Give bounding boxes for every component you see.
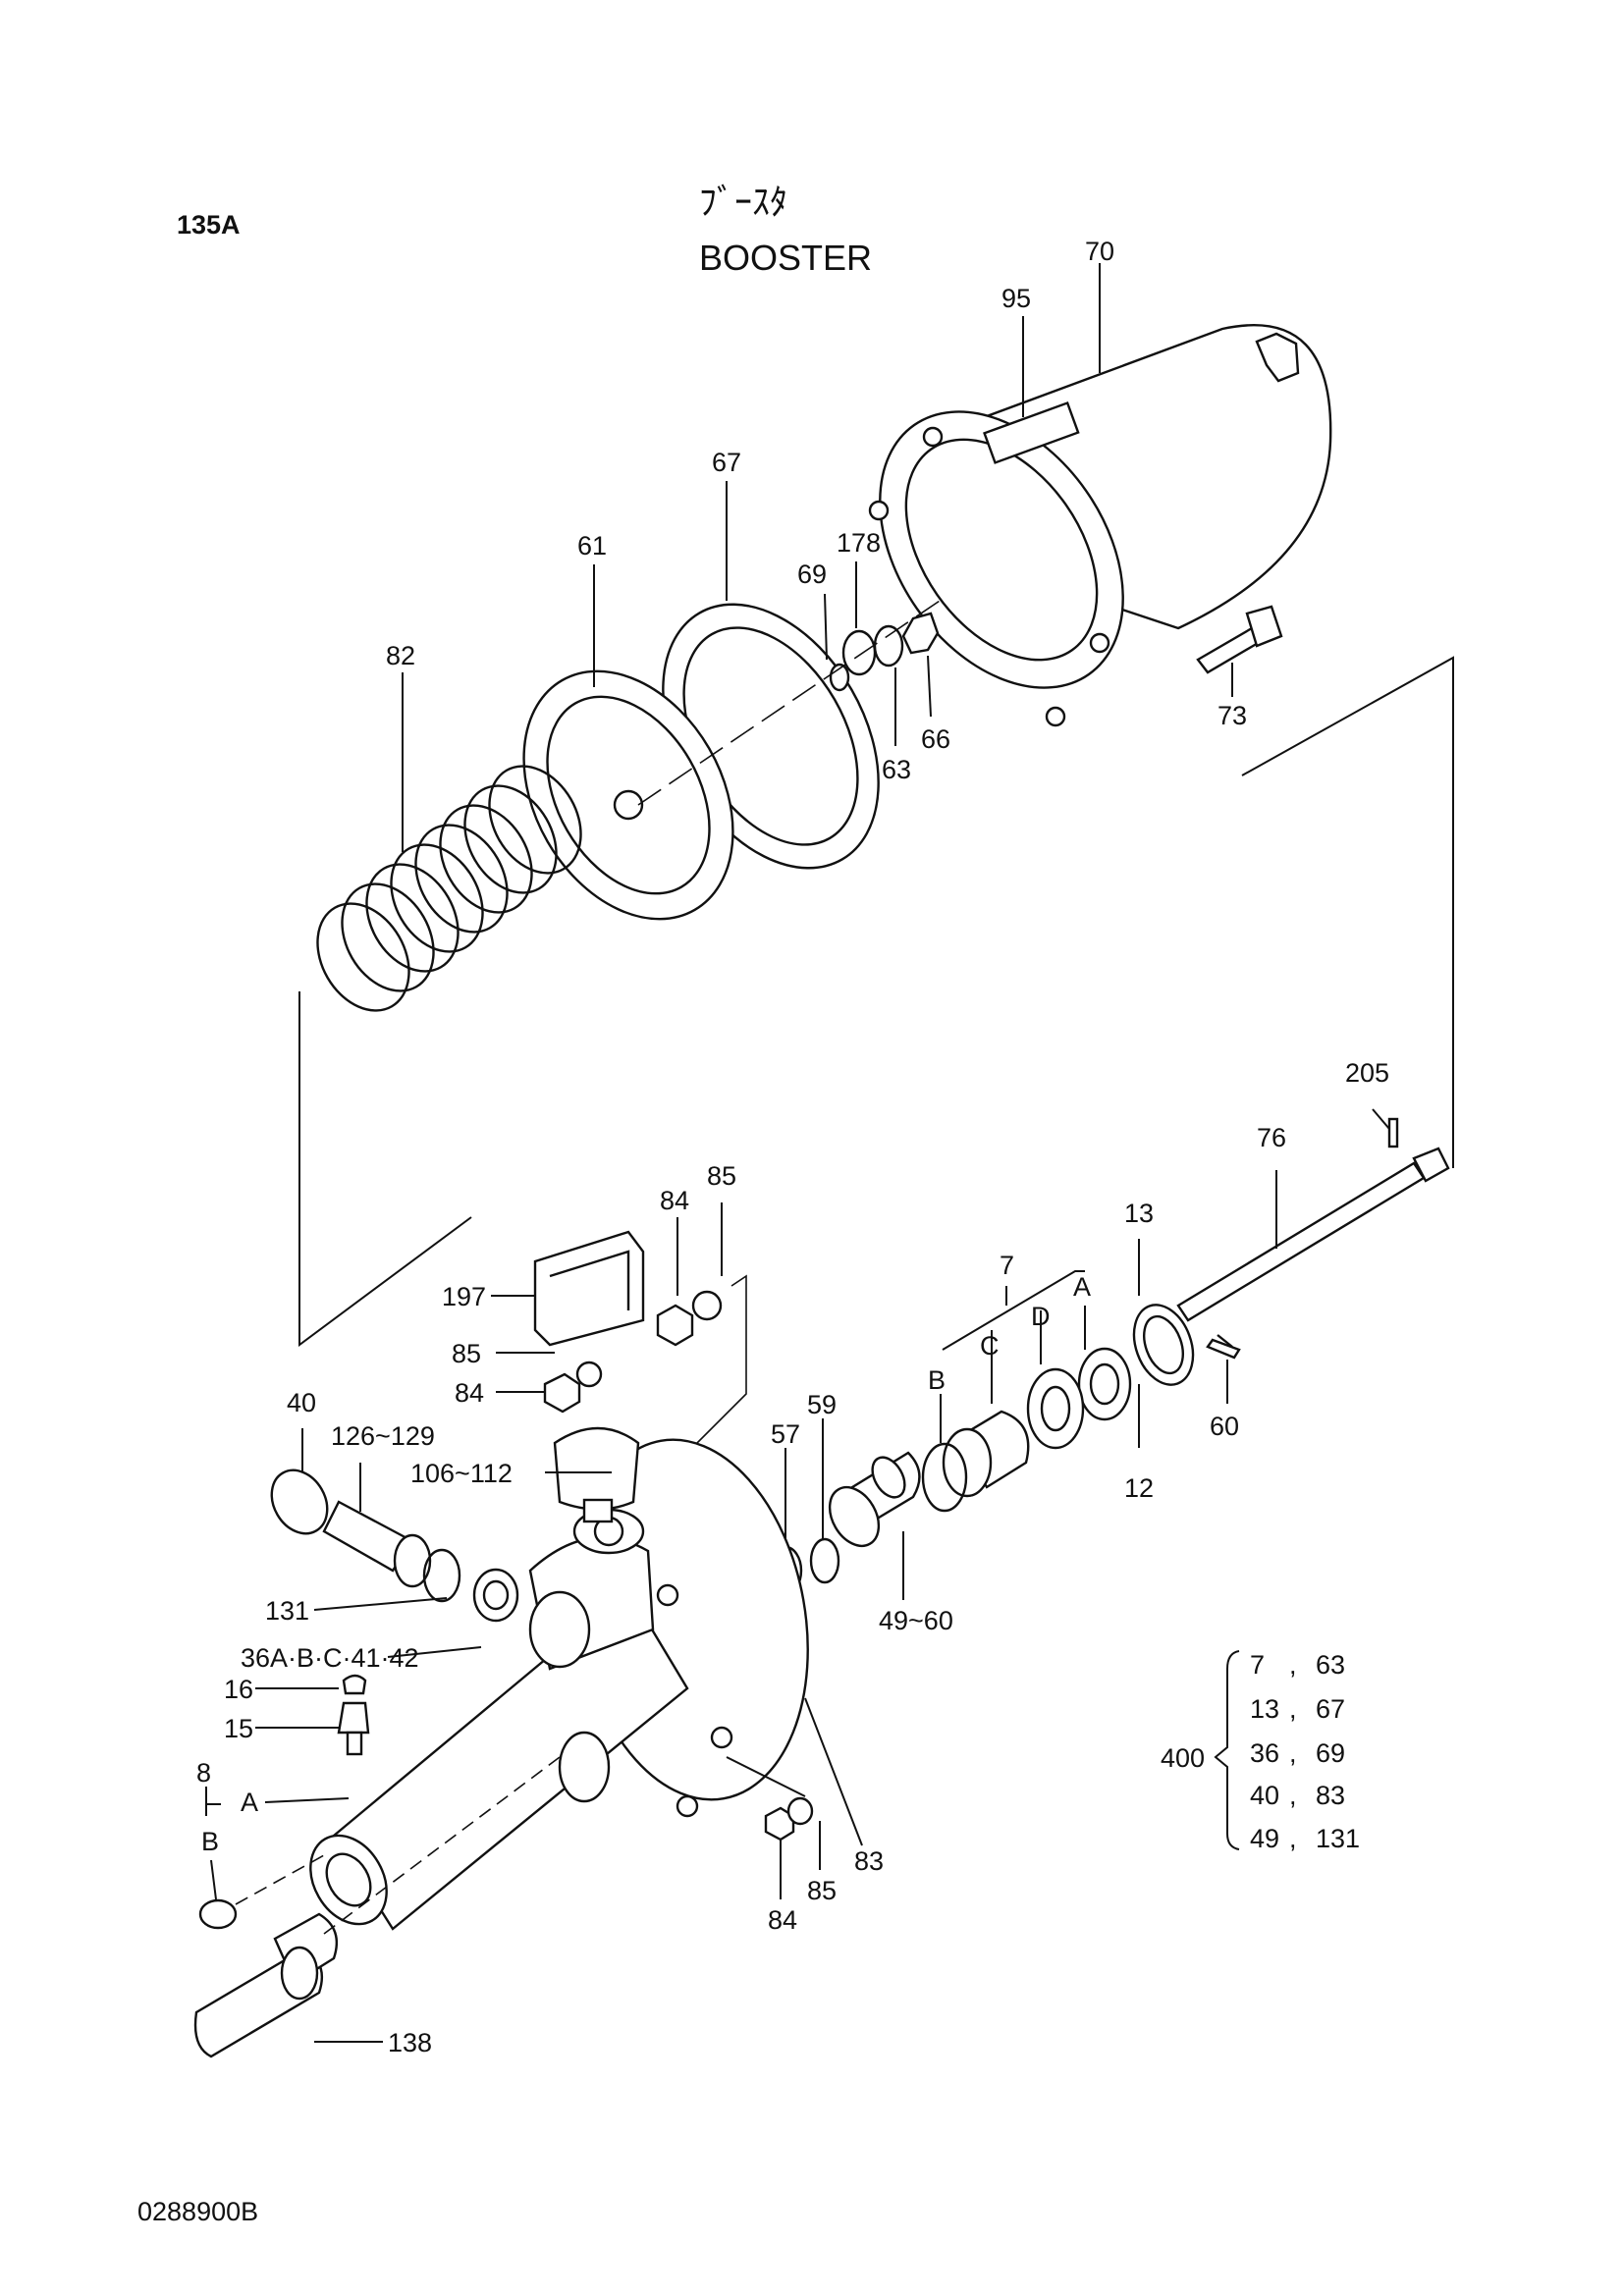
kit-row: 36 , 69 [1250, 1738, 1345, 1768]
svg-text:36: 36 [1250, 1738, 1279, 1768]
kit-row: 40 , 83 [1250, 1781, 1345, 1810]
callout-197: 197 [442, 1282, 486, 1311]
grease-nipple-15-part [337, 1701, 370, 1756]
callout-61: 61 [577, 531, 607, 561]
callout-106-112: 106~112 [410, 1459, 513, 1488]
callout-70: 70 [1085, 237, 1114, 266]
svg-text:,: , [1289, 1781, 1297, 1810]
svg-text:,: , [1289, 1650, 1297, 1680]
spring-82-part [316, 765, 582, 1012]
svg-text:49: 49 [1250, 1824, 1279, 1853]
valve-49-part [828, 1451, 921, 1548]
title-japanese: ﾌﾞｰｽﾀ [699, 182, 787, 222]
callout-205: 205 [1345, 1058, 1389, 1088]
svg-text:13: 13 [1250, 1694, 1279, 1724]
fitting-36-part [472, 1568, 519, 1623]
callout-7D: D [1031, 1302, 1051, 1331]
callout-85-upper: 85 [707, 1161, 736, 1191]
callout-67: 67 [712, 448, 741, 477]
small-washers-part [829, 612, 940, 692]
title-english: BOOSTER [699, 238, 872, 278]
svg-text:,: , [1289, 1824, 1297, 1853]
callout-49-60: 49~60 [879, 1606, 953, 1635]
svg-text:69: 69 [1316, 1738, 1345, 1768]
kit-row: 13 , 67 [1250, 1694, 1345, 1724]
kit-number: 400 [1161, 1743, 1205, 1773]
svg-text:7: 7 [1250, 1650, 1265, 1680]
valve-body-part [309, 1438, 809, 1931]
nut-washer-84-85-part [543, 1290, 723, 1414]
svg-text:,: , [1289, 1738, 1297, 1768]
nut-washer-lower-part [764, 1796, 814, 1842]
svg-text:40: 40 [1250, 1781, 1279, 1810]
bolt-73-part [1196, 605, 1283, 674]
callout-84-upper: 84 [660, 1186, 689, 1215]
svg-text:,: , [1289, 1694, 1297, 1724]
seal-13-part [1132, 1304, 1195, 1386]
page-number: 135A [177, 210, 241, 240]
callout-59: 59 [807, 1390, 837, 1419]
kit-table: 400 7 , 63 13 , 67 36 , 69 40 , 83 49 , … [1161, 1650, 1360, 1853]
pin-205-part [1387, 1117, 1399, 1148]
svg-text:83: 83 [1316, 1781, 1345, 1810]
callout-15: 15 [224, 1714, 253, 1743]
booster-housing-part [868, 324, 1332, 727]
piston-assembly-7-part [921, 1347, 1132, 1513]
kit-row: 7 , 63 [1250, 1650, 1345, 1680]
cover-197-part [533, 1230, 645, 1347]
callout-12: 12 [1124, 1473, 1154, 1503]
nameplate-decal [983, 400, 1080, 464]
svg-text:67: 67 [1316, 1694, 1345, 1724]
callout-82: 82 [386, 641, 415, 670]
callout-7A: A [1073, 1272, 1091, 1302]
callout-63: 63 [882, 755, 911, 784]
cap-16-part [342, 1674, 367, 1695]
kit-row: 49 , 131 [1250, 1824, 1360, 1853]
svg-text:63: 63 [1316, 1650, 1345, 1680]
cap-106-part [553, 1426, 640, 1523]
callout-95: 95 [1001, 284, 1031, 313]
circlip-40-part [270, 1468, 329, 1535]
callout-16: 16 [224, 1675, 253, 1704]
push-rod-76-part [1176, 1117, 1450, 1348]
callout-7: 7 [1000, 1251, 1014, 1280]
callout-76: 76 [1257, 1123, 1286, 1152]
callout-66: 66 [921, 724, 950, 754]
callout-83: 83 [854, 1846, 884, 1876]
svg-text:131: 131 [1316, 1824, 1360, 1853]
callout-13: 13 [1124, 1199, 1154, 1228]
plug-8B-part [198, 1898, 238, 1930]
callout-57: 57 [771, 1419, 800, 1449]
callout-126-129: 126~129 [331, 1421, 435, 1451]
shaft-138-part [193, 1912, 339, 2058]
callout-73: 73 [1217, 701, 1247, 730]
plug-126-part [322, 1500, 461, 1603]
kit-brace [1214, 1650, 1240, 1850]
callout-7B: B [928, 1365, 946, 1395]
callout-40: 40 [287, 1388, 316, 1417]
callout-36: 36A·B·C·41·42 [241, 1643, 419, 1673]
callout-84-lower: 84 [768, 1905, 797, 1935]
pin-60-part [1206, 1338, 1241, 1360]
callout-69: 69 [797, 560, 827, 589]
callout-8B: B [201, 1827, 219, 1856]
callout-84-mid: 84 [455, 1378, 484, 1408]
callout-178: 178 [837, 528, 881, 558]
callout-8A: A [241, 1788, 258, 1817]
callout-7C: C [980, 1331, 1000, 1361]
callout-131: 131 [265, 1596, 309, 1626]
drawing-number: 0288900B [137, 2197, 258, 2226]
callout-60: 60 [1210, 1412, 1239, 1441]
callout-8: 8 [196, 1758, 211, 1788]
callout-85-mid: 85 [452, 1339, 481, 1368]
callout-138: 138 [388, 2028, 432, 2057]
callout-85-lower: 85 [807, 1876, 837, 1905]
